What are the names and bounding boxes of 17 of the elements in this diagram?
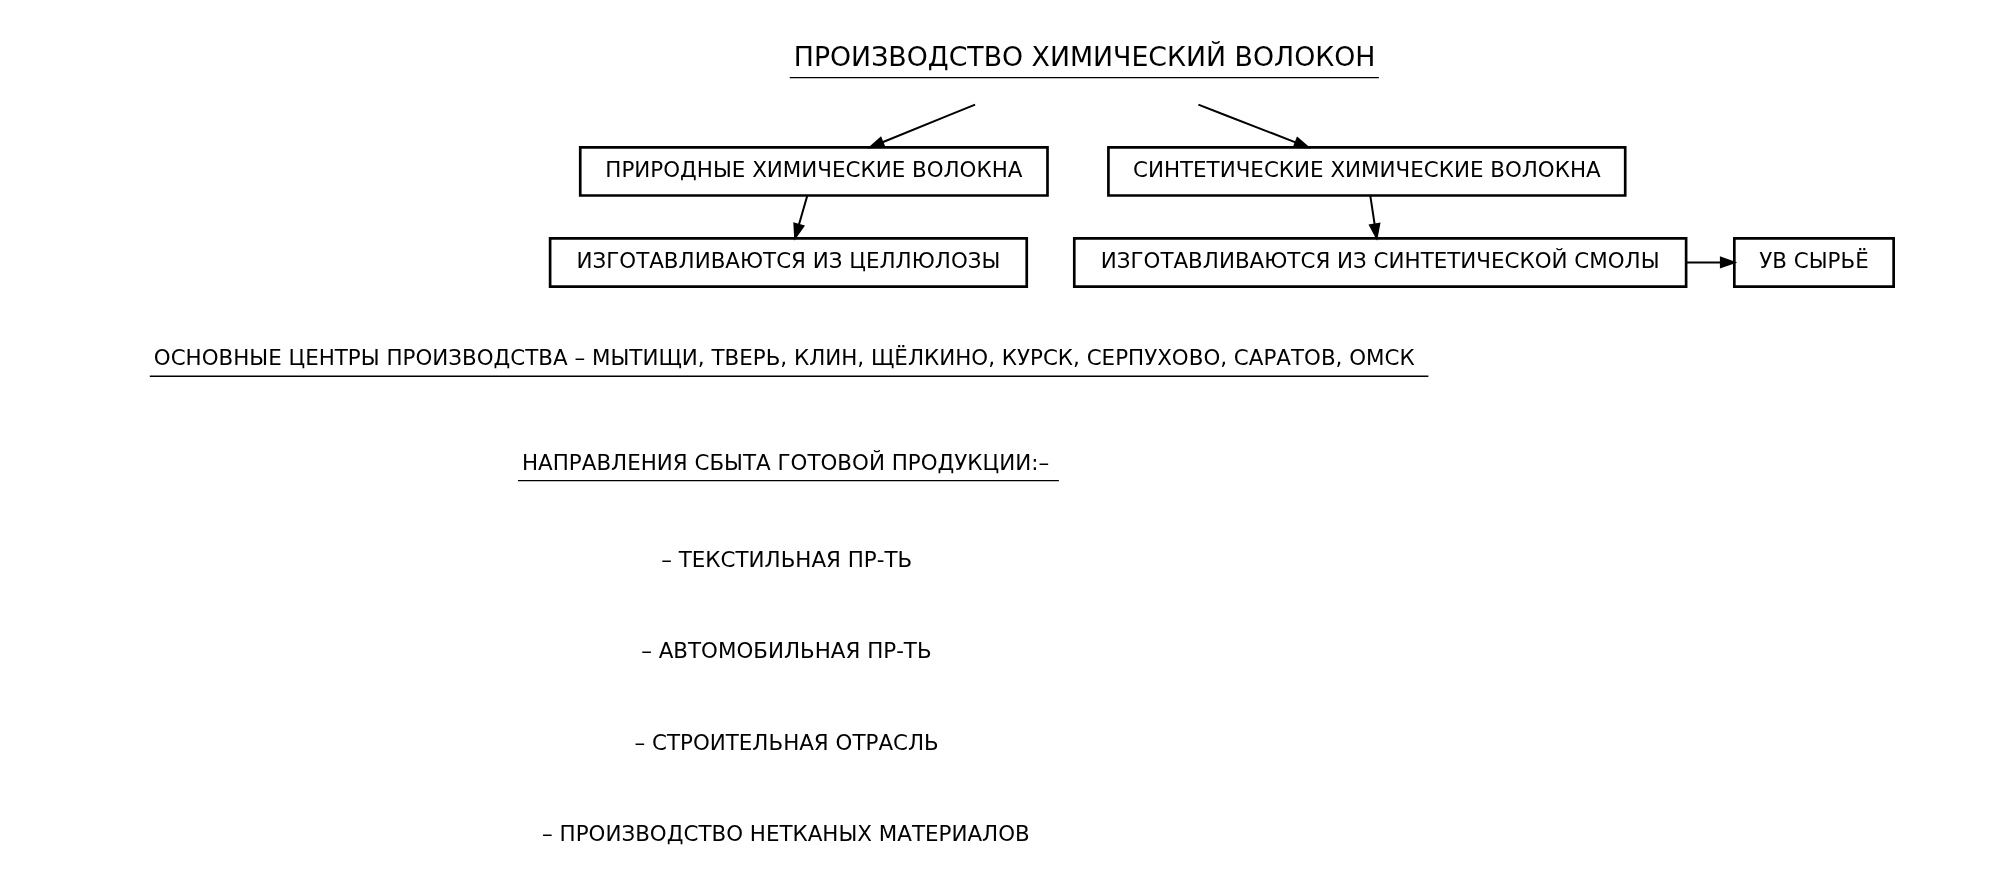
label: – СТРОИТЕЛЬНАЯ ОТРАСЛЬ [633, 729, 939, 755]
arrow [1197, 103, 1311, 149]
node-box: СИНТЕТИЧЕСКИЕ ХИМИЧЕСКИЕ ВОЛОКНА [1106, 145, 1627, 197]
label: – ПРОИЗВОДСТВО НЕТКАНЫХ МАТЕРИАЛОВ [541, 820, 1030, 846]
node-text: ПРОИЗВОДСТВО ХИМИЧЕСКИЙ ВОЛОКОН [793, 40, 1375, 72]
label: ОСНОВНЫЕ ЦЕНТРЫ ПРОИЗВОДСТВА – МЫТИЩИ, ТВЕРЬ, КЛИН, ЩЁЛКИНО, КУРСК, СЕРПУХОВО, САРАТОВ, ОМСК [153, 345, 1415, 371]
node-box: ИЗГОТАВЛИВАЮТСЯ ИЗ СИНТЕТИЧЕСКОЙ СМОЛЫ [1072, 237, 1687, 288]
label: НАПРАВЛЕНИЯ СБЫТА ГОТОВОЙ ПРОДУКЦИИ:– [521, 449, 1049, 475]
arrow [866, 103, 975, 149]
node-box: УВ СЫРЬЁ [1732, 237, 1895, 288]
node-box: ИЗГОТАВЛИВАЮТСЯ ИЗ ЦЕЛЛЮЛОЗЫ [548, 237, 1028, 288]
label: – ТЕКСТИЛЬНАЯ ПР-ТЬ [660, 547, 912, 573]
arrow [1685, 256, 1737, 269]
node-box: ПРИРОДНЫЕ ХИМИЧЕСКИЕ ВОЛОКНА [578, 145, 1049, 197]
arrow [1367, 195, 1381, 241]
arrow [792, 195, 808, 241]
label: – АВТОМОБИЛЬНАЯ ПР-ТЬ [640, 638, 932, 664]
